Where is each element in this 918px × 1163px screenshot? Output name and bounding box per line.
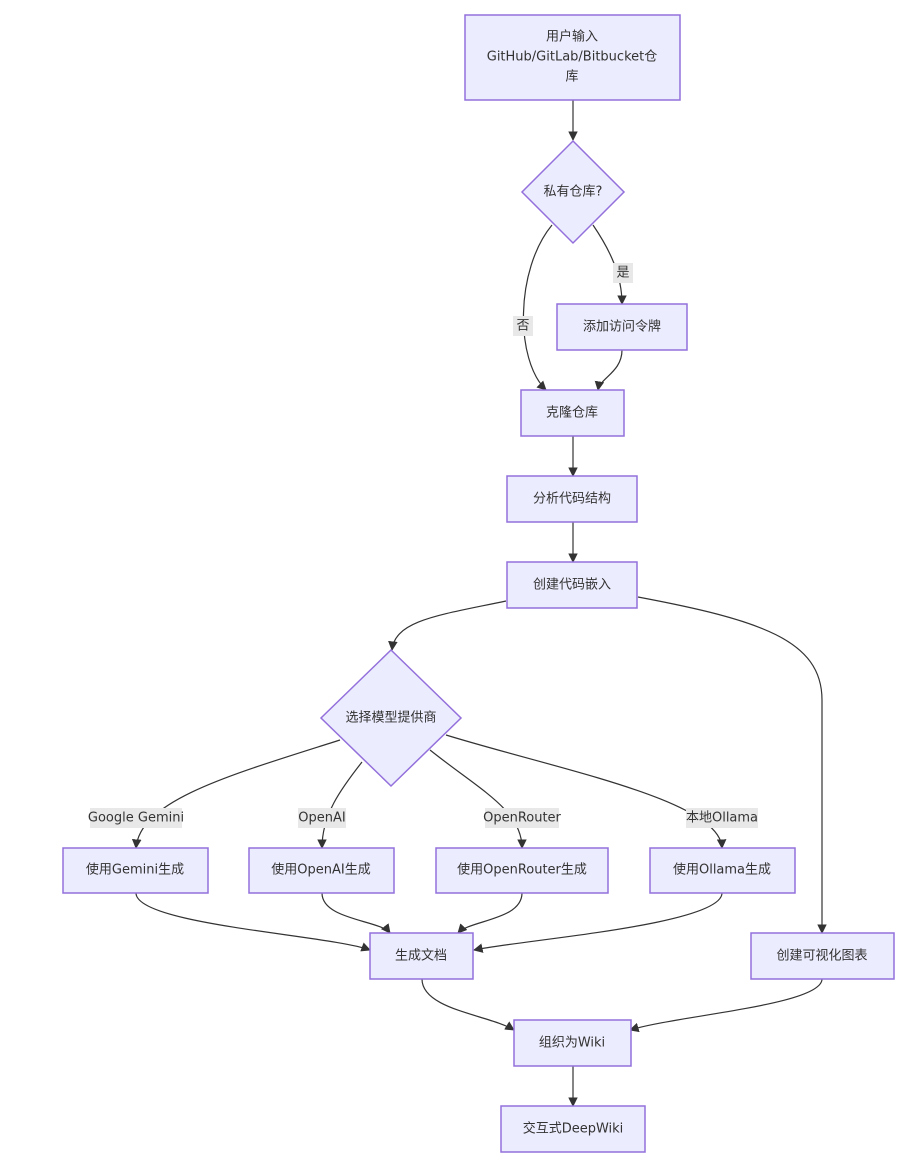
- edge-label-google-gemini: Google Gemini: [88, 808, 184, 828]
- node-user-input-line1: 用户输入: [546, 29, 598, 45]
- edge-openai-docs: [321, 892, 391, 934]
- node-user-input: 用户输入 GitHub/GitLab/Bitbucket仓 库: [464, 14, 681, 101]
- edge-label-no: 否: [513, 316, 533, 336]
- node-create-visualization-label: 创建可视化图表: [776, 949, 867, 964]
- node-organize-wiki-label: 组织为Wiki: [539, 1036, 605, 1051]
- node-user-input-line3: 库: [565, 69, 578, 85]
- edge-label-yes: 是: [613, 263, 633, 283]
- edge-label-openai: OpenAI: [298, 808, 346, 828]
- edge-choose-ollama: [445, 734, 727, 849]
- node-clone-repo-label: 克隆仓库: [546, 405, 598, 421]
- node-use-gemini-label: 使用Gemini生成: [86, 862, 184, 878]
- node-choose-provider-label: 选择模型提供商: [345, 710, 436, 726]
- edge-docs-wiki: [421, 978, 515, 1031]
- node-generate-docs: 生成文档: [369, 932, 474, 980]
- node-private-repo-decision: 私有仓库?: [520, 139, 626, 245]
- edge-label-openrouter: OpenRouter: [483, 808, 562, 828]
- edge-private-clone: [522, 224, 553, 391]
- node-choose-provider-decision: 选择模型提供商: [319, 648, 463, 788]
- node-create-embedding: 创建代码嵌入: [506, 561, 638, 609]
- node-add-token-label: 添加访问令牌: [583, 319, 661, 335]
- edge-label-openai-text: OpenAI: [298, 811, 345, 826]
- edge-label-no-text: 否: [516, 319, 529, 334]
- node-use-openrouter: 使用OpenRouter生成: [435, 847, 609, 894]
- edge-viz-wiki: [629, 978, 823, 1033]
- node-analyze-code: 分析代码结构: [506, 475, 638, 523]
- node-use-openrouter-label: 使用OpenRouter生成: [457, 862, 587, 878]
- edge-ollama-docs: [473, 892, 723, 953]
- edge-embed-choose: [388, 600, 507, 651]
- node-create-visualization: 创建可视化图表: [750, 932, 895, 980]
- node-use-ollama-label: 使用Ollama生成: [673, 862, 771, 878]
- edge-choose-gemini: [131, 739, 341, 849]
- edges: [131, 100, 827, 1107]
- node-analyze-code-label: 分析代码结构: [533, 492, 611, 507]
- node-private-repo-label: 私有仓库?: [544, 184, 603, 200]
- edge-choose-openai: [317, 761, 363, 849]
- edge-label-google-gemini-text: Google Gemini: [88, 811, 184, 826]
- node-clone-repo: 克隆仓库: [520, 389, 625, 437]
- node-use-ollama: 使用Ollama生成: [649, 847, 796, 894]
- node-generate-docs-label: 生成文档: [395, 949, 447, 964]
- node-interactive-deepwiki: 交互式DeepWiki: [500, 1105, 646, 1153]
- node-interactive-deepwiki-label: 交互式DeepWiki: [523, 1121, 624, 1137]
- edge-token-clone: [594, 349, 623, 391]
- edge-choose-openrouter: [429, 749, 527, 849]
- node-create-embedding-label: 创建代码嵌入: [533, 578, 611, 593]
- edge-openrouter-docs: [457, 892, 523, 934]
- edge-label-yes-text: 是: [616, 266, 629, 281]
- node-use-openai-label: 使用OpenAI生成: [271, 862, 370, 878]
- node-organize-wiki: 组织为Wiki: [513, 1019, 632, 1067]
- edge-label-openrouter-text: OpenRouter: [483, 811, 561, 826]
- node-use-gemini: 使用Gemini生成: [62, 847, 209, 894]
- edge-gemini-docs: [135, 892, 371, 952]
- node-user-input-line2: GitHub/GitLab/Bitbucket仓: [487, 50, 657, 65]
- node-use-openai: 使用OpenAI生成: [248, 847, 395, 894]
- edge-label-ollama-text: 本地Ollama: [686, 811, 758, 826]
- edge-embed-viz: [637, 596, 827, 934]
- edge-label-ollama: 本地Ollama: [686, 808, 758, 828]
- node-add-token: 添加访问令牌: [556, 303, 688, 351]
